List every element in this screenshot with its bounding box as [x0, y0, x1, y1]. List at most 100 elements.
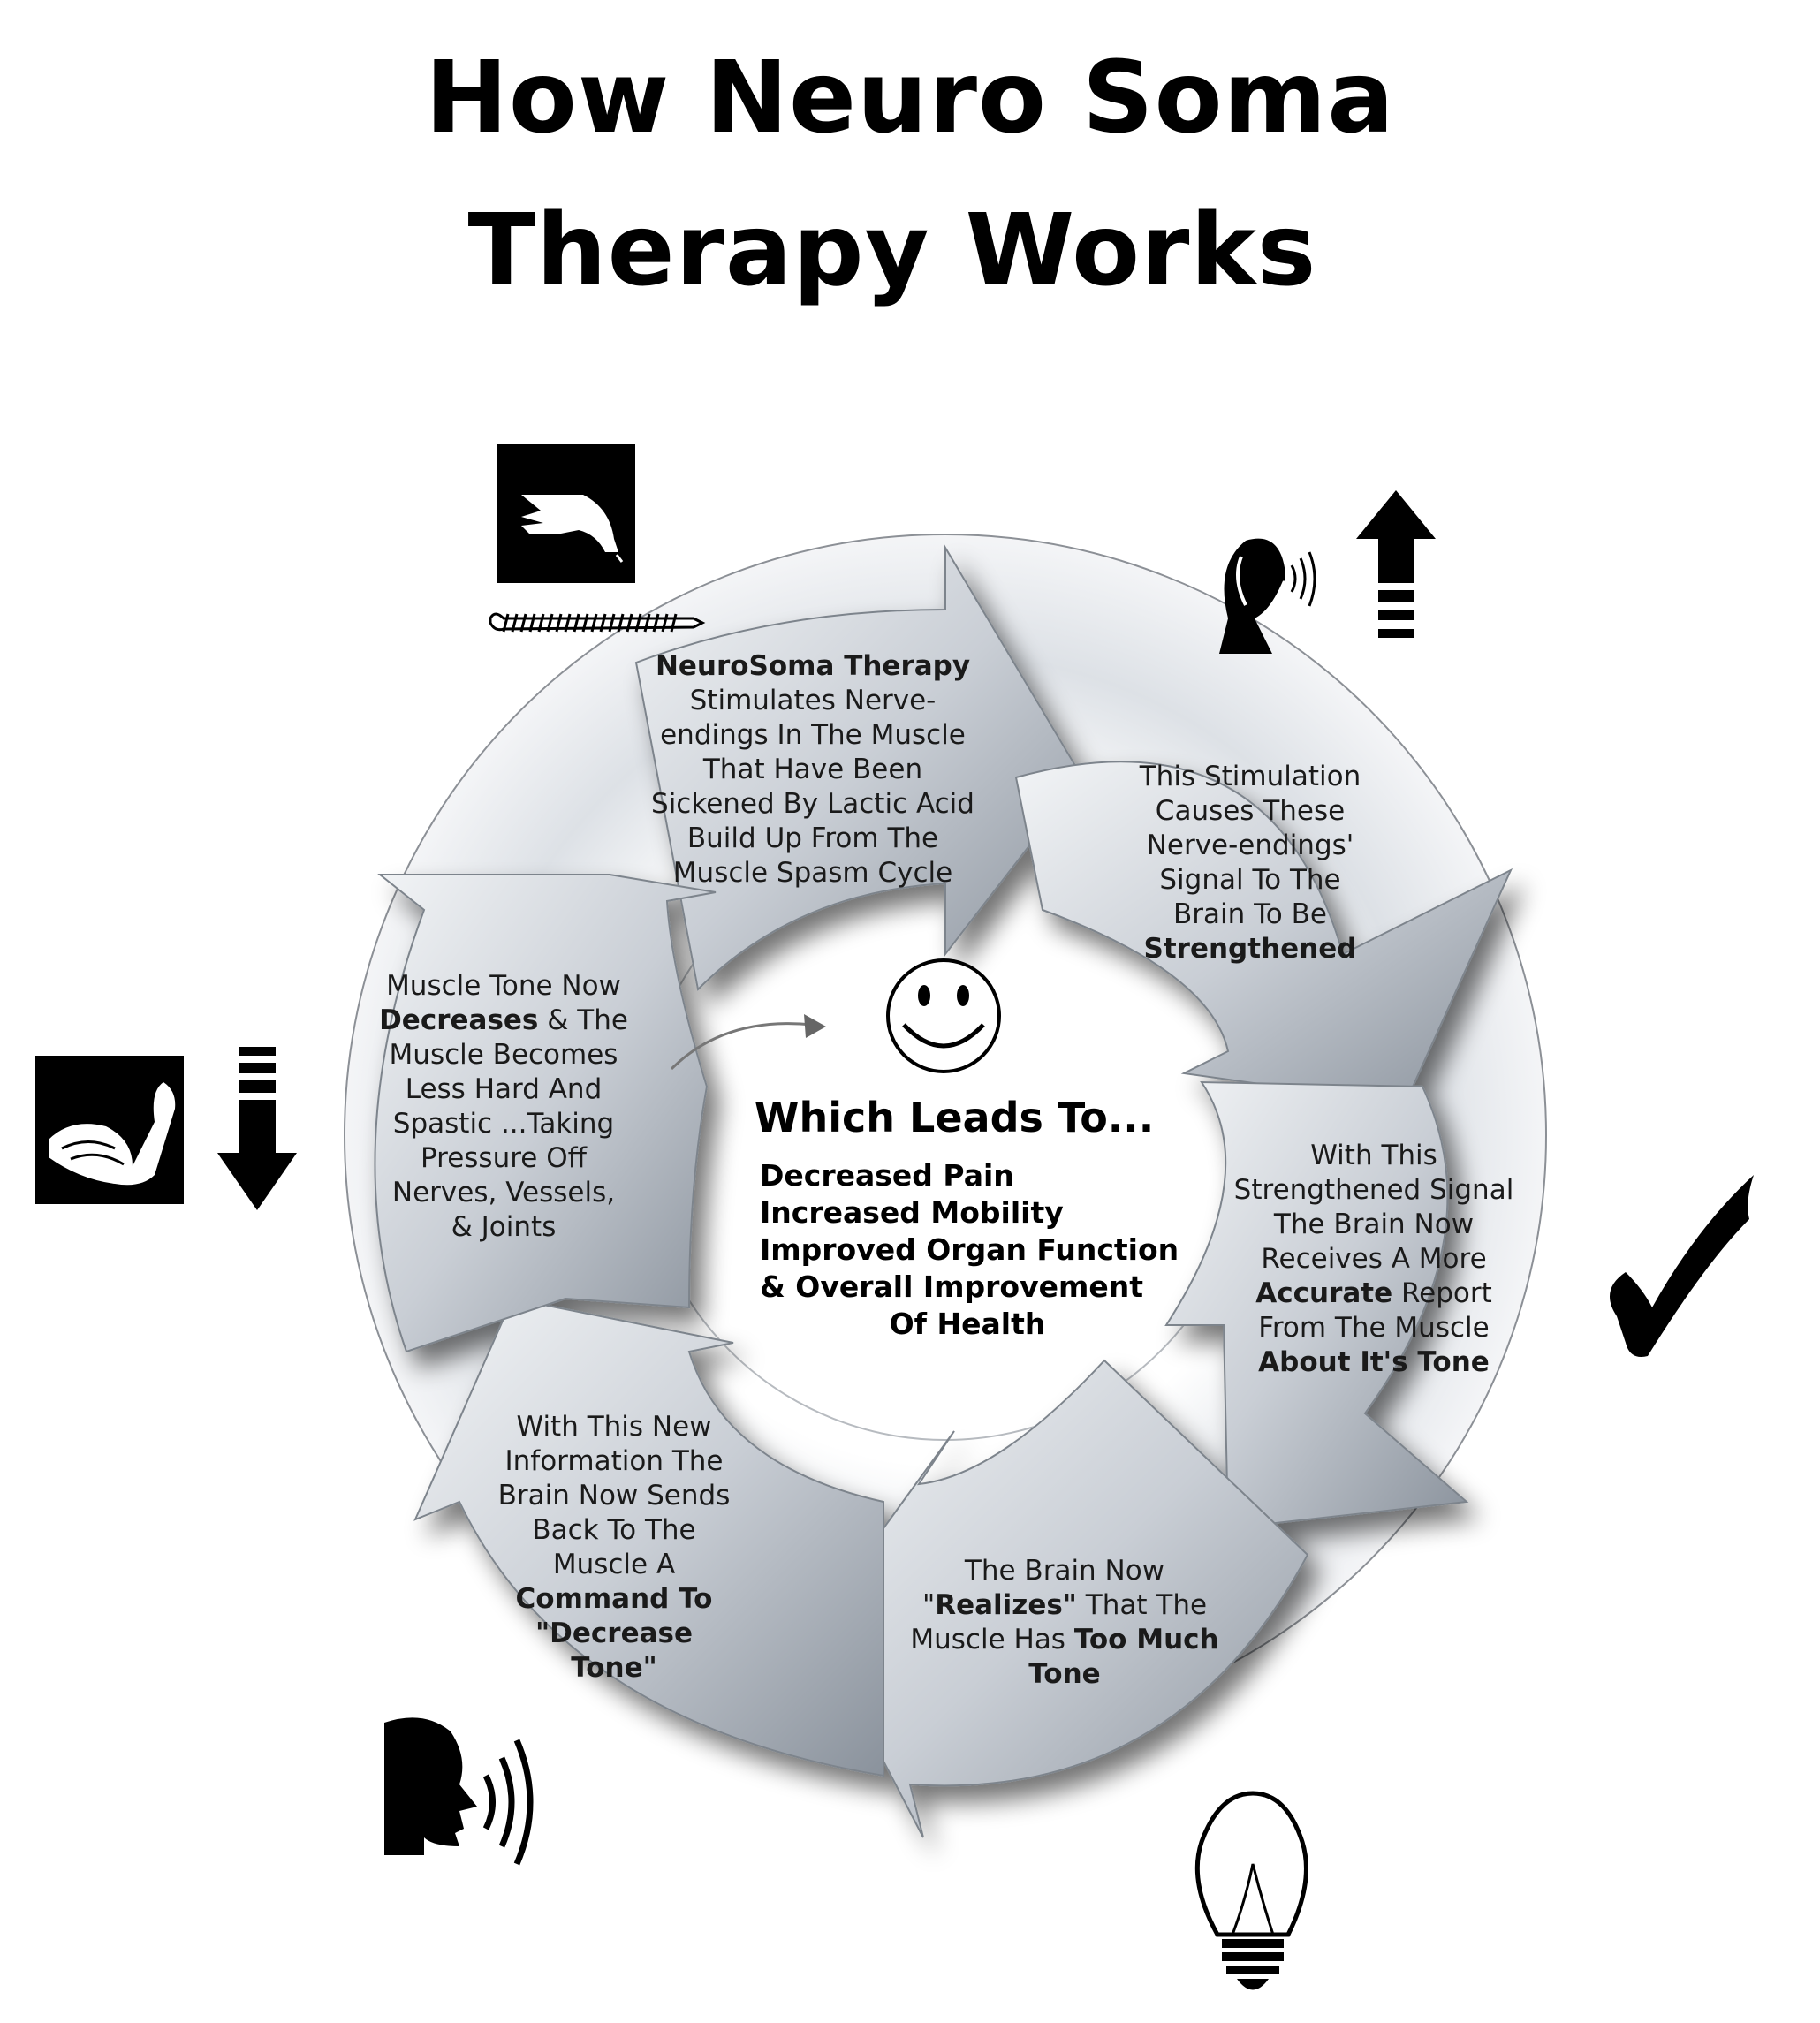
step-line: Signal To The [1118, 863, 1383, 898]
step-line: Brain Now Sends [482, 1479, 747, 1513]
step-line: With This [1224, 1139, 1524, 1173]
step-line-bold: Too Much [1073, 1624, 1219, 1656]
step-line: Strengthened [1118, 932, 1383, 966]
step-line-text: " [921, 1589, 936, 1621]
outcome-item: & Overall Improvement [760, 1269, 1144, 1304]
step-line: Accurate Report [1224, 1277, 1524, 1311]
step-line: From The Muscle [1224, 1311, 1524, 1345]
step-line-bold: Realizes" [935, 1589, 1077, 1621]
arrow-segment-accurate [1164, 1080, 1469, 1530]
step-line: The Brain Now [883, 1554, 1246, 1588]
outcome-item: Improved Organ Function [760, 1232, 1179, 1267]
step-line: Muscle Tone Now [353, 969, 654, 1004]
step-line-text: Sickened By Lactic Acid [651, 788, 974, 820]
step-line-text: Causes These [1155, 795, 1346, 827]
muscle-fiber-icon [489, 612, 706, 633]
outcome-item: Of Health [889, 1307, 1046, 1341]
step-line: Nerve-endings' [1118, 829, 1383, 863]
outcome-item: Increased Mobility [760, 1195, 1064, 1230]
step-line: Decreases & The [353, 1004, 654, 1038]
step-line: Stimulates Nerve- [618, 684, 1007, 718]
step-line-text: Pressure Off [421, 1142, 587, 1174]
step-line: Causes These [1118, 794, 1383, 829]
step-line-text: & Joints [451, 1211, 557, 1243]
center-outcomes: Decreased Pain Increased Mobility Improv… [760, 1157, 1219, 1343]
step-line-text: The Brain Now [1273, 1208, 1475, 1240]
step-line: NeuroSoma Therapy [618, 649, 1007, 684]
center-heading: Which Leads To... [754, 1094, 1155, 1141]
arrow-up-icon [1356, 490, 1436, 638]
step-line: Less Hard And [353, 1072, 654, 1107]
step-line-text: Spastic ...Taking [392, 1108, 615, 1140]
step-line-bold: Tone [1028, 1658, 1101, 1690]
step-line: "Realizes" That The [883, 1588, 1246, 1623]
step-line-text: From The Muscle [1258, 1312, 1490, 1344]
step-line-text: With This [1310, 1140, 1437, 1171]
step-line-text: endings In The Muscle [660, 719, 966, 751]
step-line-bold: About It's Tone [1258, 1346, 1490, 1378]
title-line-2: Therapy Works [467, 193, 1317, 308]
satellite-dish-icon [1219, 538, 1316, 654]
step-line-text: That The [1076, 1589, 1208, 1621]
cycle-arrows [374, 544, 1513, 1838]
step-line: Muscle Becomes [353, 1038, 654, 1072]
step-line-text: Information The [504, 1445, 724, 1477]
step-line-text: Build Up From The [686, 822, 939, 854]
title-line-1: How Neuro Soma [425, 41, 1395, 155]
step-line: Sickened By Lactic Acid [618, 787, 1007, 822]
step-line: Muscle Has Too Much [883, 1623, 1246, 1657]
step-line: Command To [482, 1582, 747, 1617]
step-line: Pressure Off [353, 1141, 654, 1176]
step-line-text: Muscle Spasm Cycle [672, 857, 953, 889]
step-line: Build Up From The [618, 822, 1007, 856]
step-line-text: Muscle A [552, 1549, 676, 1580]
step-line-bold: Accurate [1255, 1277, 1393, 1309]
step-line-text: Strengthened Signal [1233, 1174, 1514, 1206]
step-line-text: Brain To Be [1173, 898, 1327, 930]
step-line-bold: NeuroSoma Therapy [655, 650, 971, 682]
step-line: About It's Tone [1224, 1345, 1524, 1380]
step-line: Tone [883, 1657, 1246, 1692]
step-line-text: The Brain Now [964, 1555, 1165, 1587]
step-line: Brain To Be [1118, 898, 1383, 932]
step-line: Tone" [482, 1651, 747, 1686]
step-line-bold: Tone" [571, 1652, 657, 1684]
lightbulb-icon [1194, 1791, 1308, 1990]
step-line-text: Muscle Becomes [389, 1039, 618, 1071]
step-line-text: With This New [516, 1411, 712, 1443]
step-line-text: Signal To The [1159, 864, 1341, 896]
step-line-text: Report [1392, 1277, 1492, 1309]
step-line-text: Muscle Tone Now [386, 970, 621, 1002]
step-line-text: Back To The [532, 1514, 696, 1546]
finger-press-icon [497, 444, 635, 583]
step-line: Strengthened Signal [1224, 1173, 1524, 1208]
arrow-segment-signal [1014, 761, 1513, 1106]
step-line: endings In The Muscle [618, 718, 1007, 753]
arrow-segment-command [413, 1297, 884, 1777]
step-line-bold: Decreases [379, 1004, 539, 1036]
step-line: Back To The [482, 1513, 747, 1548]
step-line: With This New [482, 1410, 747, 1444]
step-line-text: That Have Been [702, 754, 923, 785]
step-line: Receives A More [1224, 1242, 1524, 1277]
step-line-text: This Stimulation [1139, 761, 1361, 792]
step-line: That Have Been [618, 753, 1007, 787]
step-line-bold: "Decrease [535, 1618, 693, 1649]
step-line-text: Receives A More [1261, 1243, 1487, 1275]
step-line: Muscle A [482, 1548, 747, 1582]
step-line-text: & The [538, 1004, 628, 1036]
step-line: This Stimulation [1118, 760, 1383, 794]
step-line-bold: Strengthened [1143, 933, 1357, 965]
step-line: Information The [482, 1444, 747, 1479]
step-line-text: Nerves, Vessels, [391, 1177, 616, 1208]
step-line: "Decrease [482, 1617, 747, 1651]
step-line-text: Brain Now Sends [497, 1480, 731, 1512]
step-line-text: Muscle Has [910, 1624, 1074, 1656]
step-line-text: Less Hard And [405, 1073, 603, 1105]
step-line: Spastic ...Taking [353, 1107, 654, 1141]
